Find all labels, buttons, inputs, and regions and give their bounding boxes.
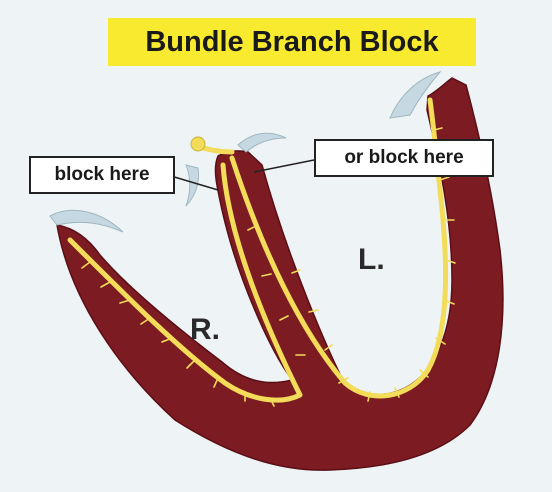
left-ventricle-label: L. (358, 243, 385, 276)
block-here-callout: block here (29, 156, 175, 194)
right-callout-pointer (253, 159, 315, 173)
diagram-title: Bundle Branch Block (108, 18, 476, 66)
tricuspid-valve (49, 209, 124, 233)
av-node (190, 136, 206, 152)
pulmonary-valve-left (185, 164, 199, 207)
diagram-title-text: Bundle Branch Block (145, 25, 439, 58)
pulmonary-valve-right (237, 132, 287, 153)
purkinje-fibers (81, 127, 456, 407)
or-block-here-text: or block here (344, 147, 464, 168)
mitral-valve (389, 71, 442, 119)
right-bundle-branch (67, 162, 303, 403)
left-callout-pointer (170, 175, 219, 191)
or-block-here-callout: or block here (314, 139, 494, 177)
right-ventricle-label: R. (190, 313, 220, 346)
block-here-text: block here (54, 164, 150, 185)
